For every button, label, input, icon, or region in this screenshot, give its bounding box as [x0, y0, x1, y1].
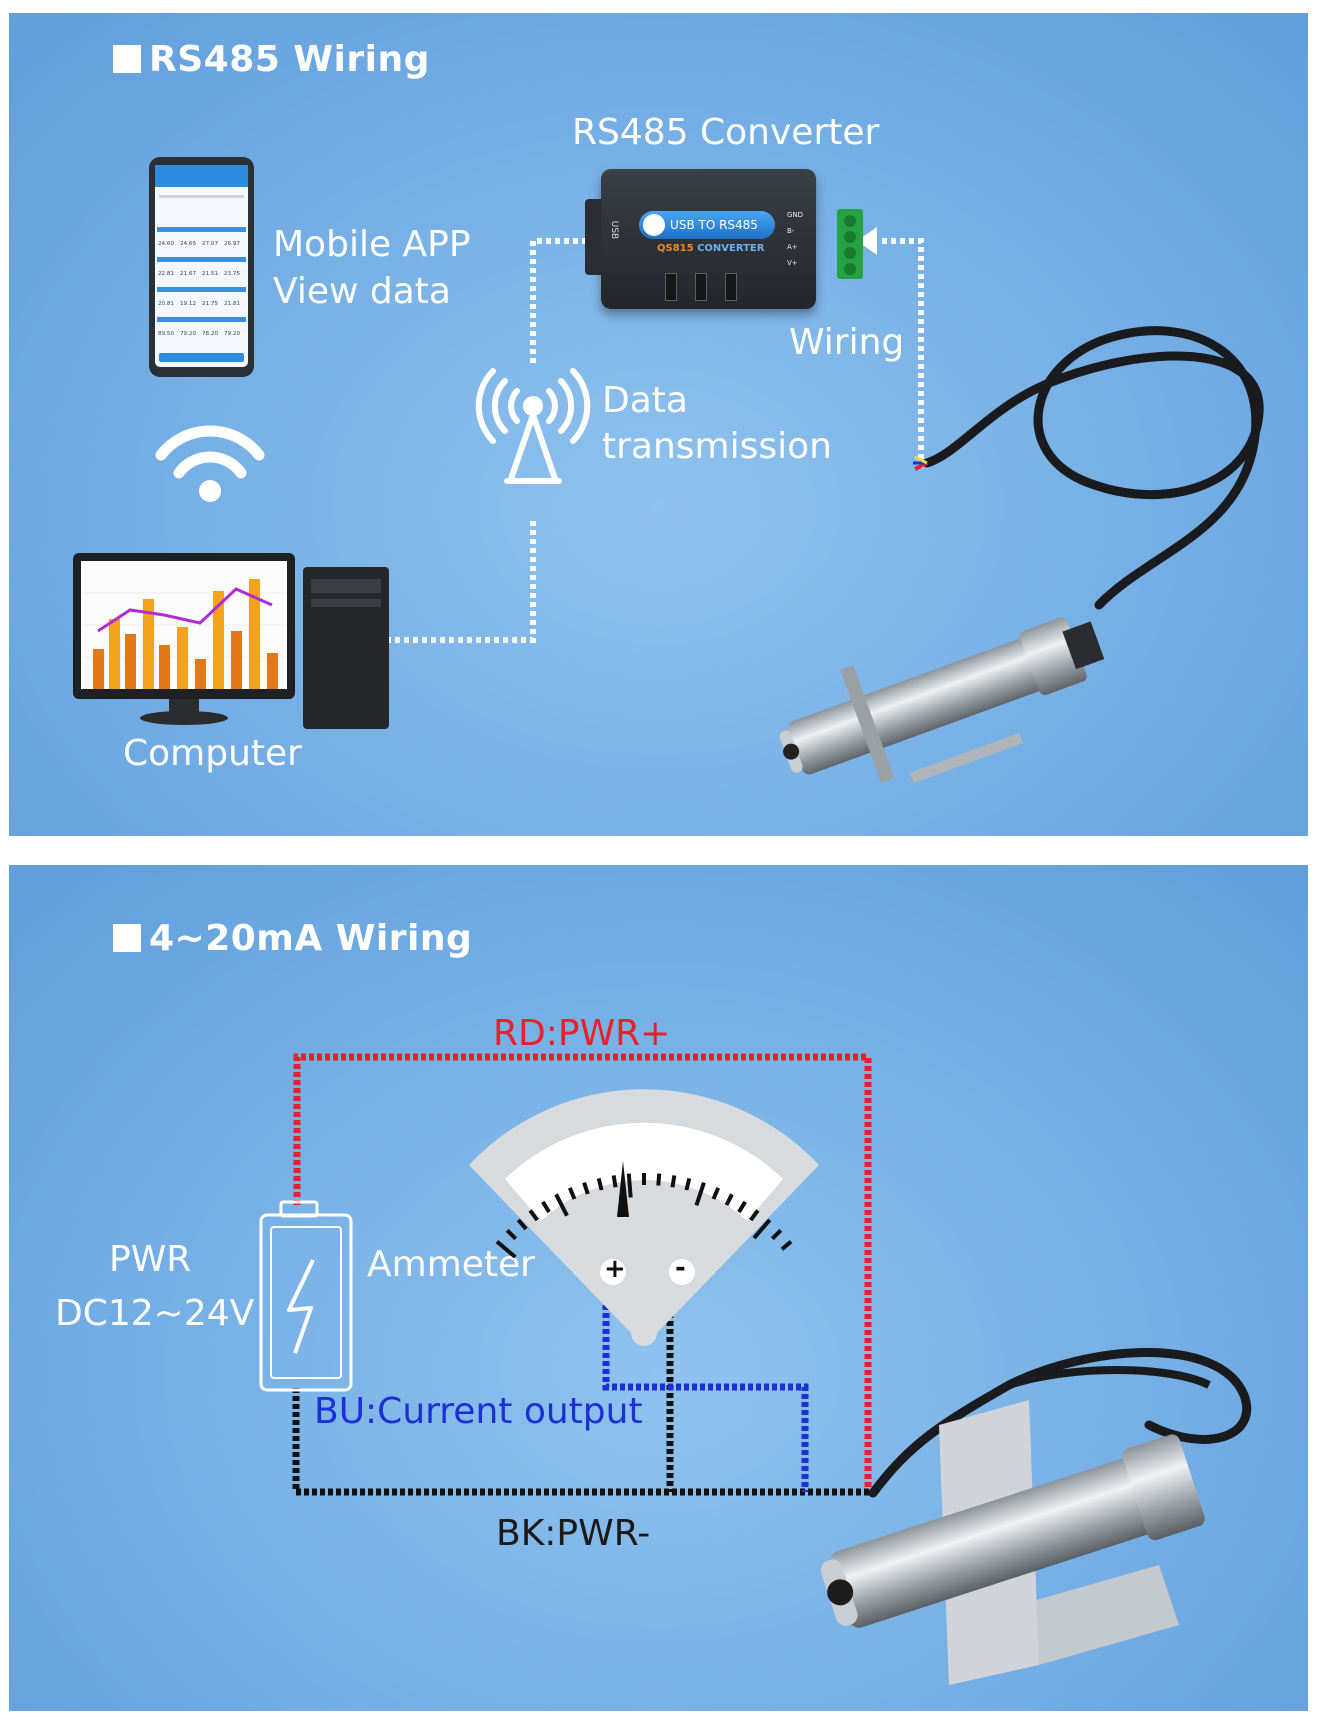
phone-value: 22.81: [158, 271, 174, 277]
terminal-labels: GND B- A+ V+: [787, 211, 804, 267]
rs485-converter-device: USB USB TO RS485 QS815 CONVERTER GND B- …: [585, 169, 816, 309]
phone-value: 19.12: [180, 301, 196, 307]
antenna-tower-icon: [475, 368, 591, 484]
data-transmission-line2: transmission: [602, 426, 832, 467]
phone-value: 20.81: [158, 301, 174, 307]
rs485-heading: RS485 Wiring: [113, 39, 430, 80]
wiring-dotted-line: [879, 238, 924, 468]
bu-current-output-label: BU:Current output: [314, 1391, 643, 1432]
mobile-app-line2: View data: [273, 271, 451, 312]
blue-wire: [602, 1281, 809, 1492]
pwr-label-line2: DC12~24V: [55, 1293, 255, 1334]
converter-model: QS815 CONVERTER: [657, 243, 765, 254]
usb-dotted-line: [530, 238, 589, 363]
computer-label: Computer: [123, 733, 302, 774]
red-wire: [293, 1053, 872, 1493]
ir-temperature-sensor: [779, 326, 1264, 783]
ammeter-icon: [469, 1089, 819, 1346]
computer-icon: [73, 553, 389, 729]
phone-value: 21.51: [202, 271, 218, 277]
ammeter-plus-terminal: +: [604, 1254, 626, 1284]
mobile-phone-icon: 24.60 24.65 27.07 26.97 22.81 21.67 21.51 23.75…: [149, 157, 254, 377]
mobile-app-line1: Mobile APP: [273, 224, 471, 265]
phone-value: 79.20: [224, 331, 240, 337]
wifi-icon: [155, 425, 265, 502]
bk-pwr-minus-label: BK:PWR-: [496, 1513, 651, 1554]
phone-value: 21.75: [202, 301, 218, 307]
converter-logo-icon: [643, 214, 665, 236]
data-transmission-line1: Data: [602, 380, 688, 421]
ma-wiring-panel: 4~20mA Wiring RD:PWR+ BU:Current output …: [9, 865, 1308, 1711]
phone-value: 21.67: [180, 271, 196, 277]
converter-badge-text: USB TO RS485: [670, 218, 758, 232]
phone-value: 24.60: [158, 241, 174, 247]
phone-value: 21.81: [224, 301, 240, 307]
power-battery-icon: [259, 1200, 353, 1392]
phone-value: 26.97: [224, 241, 240, 247]
pwr-label-line1: PWR: [109, 1239, 192, 1280]
phone-value: 78.20: [202, 331, 218, 337]
wiring-label: Wiring: [789, 322, 905, 363]
computer-dotted-line: [387, 521, 536, 643]
green-terminal-block: [837, 209, 863, 279]
ir-temperature-sensor-with-bracket: [820, 1348, 1252, 1685]
phone-value: 27.07: [202, 241, 218, 247]
heading-square-icon: [113, 45, 141, 73]
ammeter-minus-terminal: -: [675, 1253, 686, 1283]
phone-value: 89.50: [158, 331, 174, 337]
phone-value: 79.20: [180, 331, 196, 337]
heading-square-icon: [113, 924, 141, 952]
rs485-wiring-panel: RS485 Wiring 24.60 24.65 27.07 26.97 22.81 21…: [9, 13, 1308, 836]
converter-title: RS485 Converter: [572, 112, 880, 153]
arrow-to-terminal-icon: [857, 227, 877, 255]
rd-pwr-plus-label: RD:PWR+: [493, 1013, 671, 1054]
phone-value: 23.75: [224, 271, 240, 277]
ma-heading: 4~20mA Wiring: [113, 918, 472, 959]
phone-value: 24.65: [180, 241, 196, 247]
